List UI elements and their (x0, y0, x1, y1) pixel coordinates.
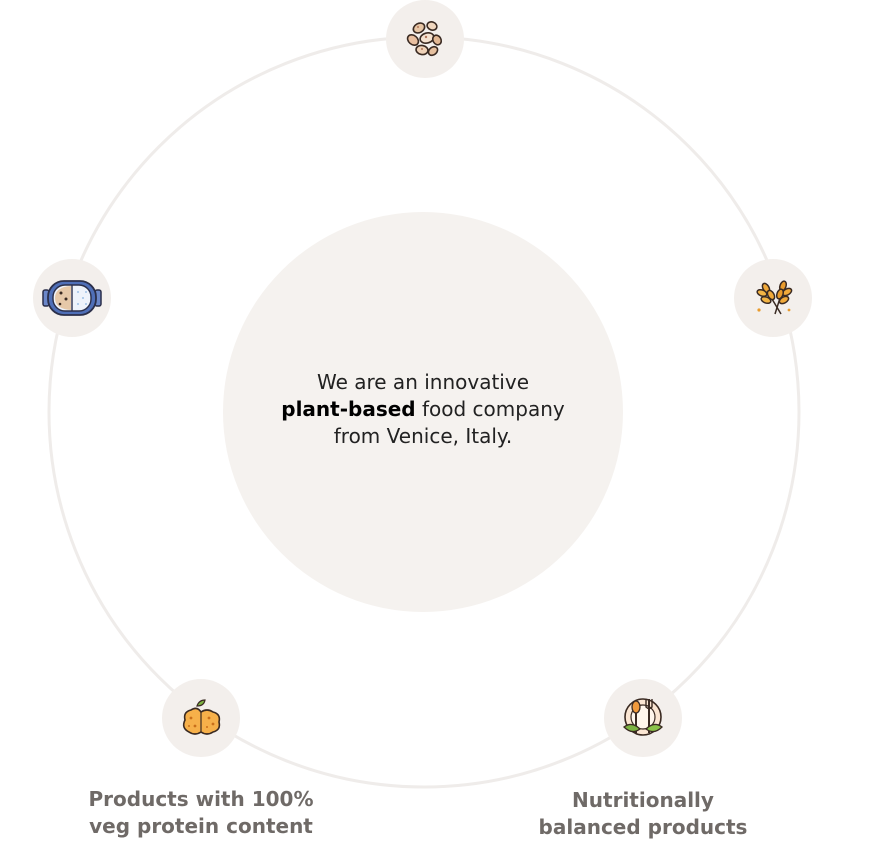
balanced-plate-icon (623, 698, 663, 736)
intro-text: We are an innovative plant-based food co… (281, 369, 564, 450)
wheat-icon (756, 280, 793, 315)
caption-protein-line1: Products with 100% (88, 787, 314, 811)
intro-line1: We are an innovative (316, 369, 529, 394)
caption-balanced-line2: balanced products (538, 815, 748, 839)
caption-balanced-line1: Nutritionally (572, 788, 714, 812)
intro-bold: plant-based (281, 396, 416, 421)
intro-line2: food company (415, 396, 565, 421)
feature-node-wheat (734, 259, 812, 337)
container-icon (42, 280, 102, 316)
feature-node-balanced-plate (604, 679, 682, 757)
caption-protein: Products with 100% veg protein content (61, 786, 341, 840)
feature-node-container (33, 259, 111, 337)
intro-circle: We are an innovative plant-based food co… (223, 212, 623, 612)
beans-icon (406, 21, 443, 57)
caption-protein-line2: veg protein content (89, 814, 313, 838)
protein-legumes-icon (182, 699, 221, 735)
caption-balanced: Nutritionally balanced products (503, 787, 783, 841)
feature-node-beans (386, 0, 464, 78)
intro-line3: from Venice, Italy. (333, 423, 513, 448)
feature-node-protein (162, 679, 240, 757)
